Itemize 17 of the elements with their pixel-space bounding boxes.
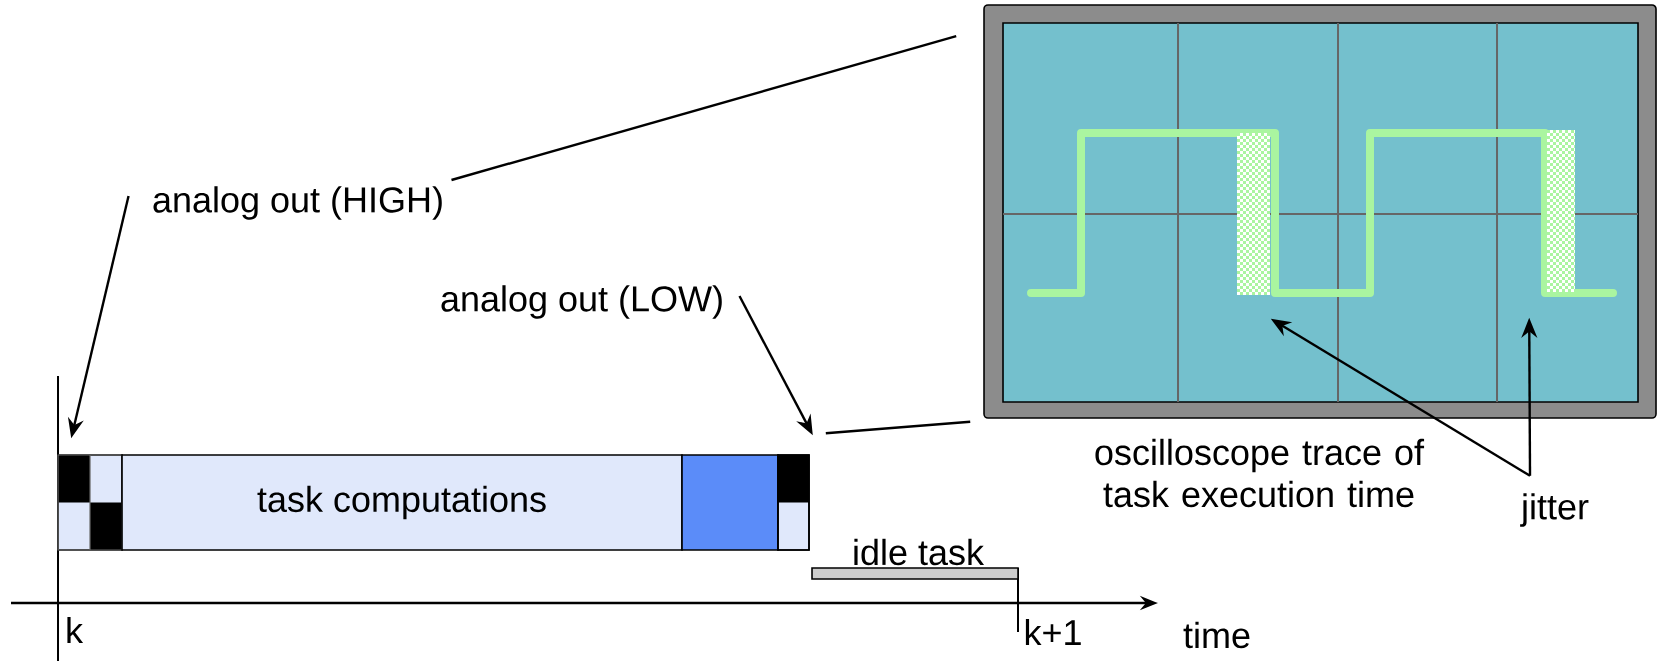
idle-task-bar: idle task — [811, 538, 1019, 580]
task-block — [681, 454, 779, 551]
axis-label: time — [1183, 621, 1250, 649]
tick-label: k+1 — [1025, 618, 1081, 646]
annotation-text: analog out (LOW) — [441, 285, 722, 319]
annotation-text: oscilloscope trace of task execution time — [1095, 438, 1425, 508]
connector-line — [825, 420, 971, 435]
marker-block — [777, 454, 810, 551]
tick-label: k — [67, 616, 84, 644]
oscilloscope-drawing — [983, 4, 1657, 419]
marker-block — [57, 454, 123, 551]
annotation-text: analog out (HIGH) — [153, 186, 442, 220]
annotation-text: jitter — [1520, 493, 1589, 527]
jitter-band — [1237, 133, 1270, 295]
node-label: idle task — [854, 538, 985, 566]
jitter-band — [1547, 130, 1575, 292]
connector-line — [451, 35, 957, 182]
